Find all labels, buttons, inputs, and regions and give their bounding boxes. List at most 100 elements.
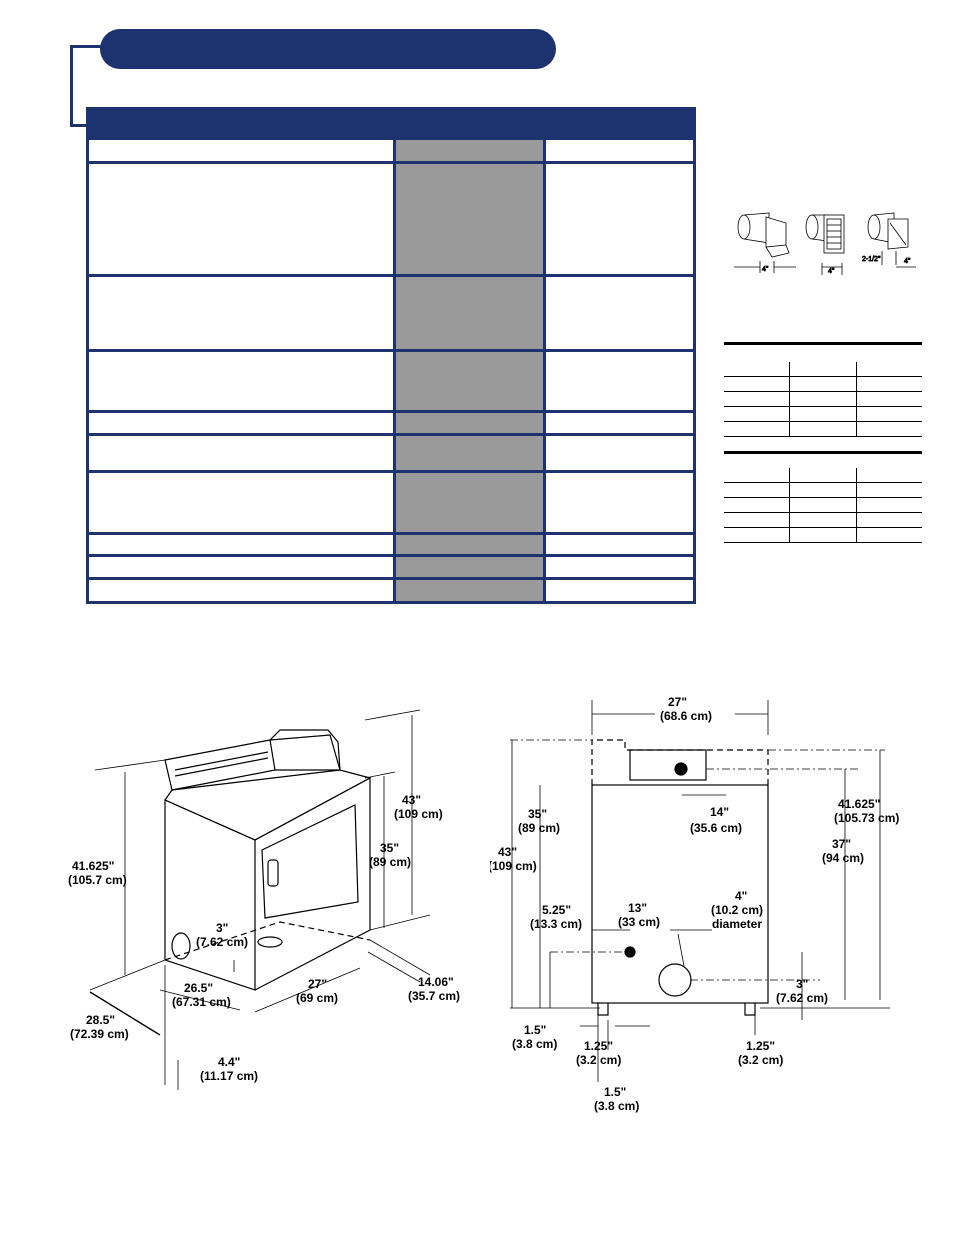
dim-label: (105.73 cm) — [834, 811, 899, 825]
door-handle — [267, 859, 279, 887]
dim-label: 41.625" — [72, 859, 114, 873]
header-bracket-bottom — [70, 124, 88, 127]
table-row — [724, 527, 922, 543]
dim-label: (67.31 cm) — [172, 995, 231, 1009]
dim-label: (68.6 cm) — [660, 709, 712, 723]
dim-label: 41.625" — [838, 797, 880, 811]
left-dim-labels: 43" (109 cm) 35" (89 cm) 41.625" (105.7 … — [68, 793, 460, 1083]
table-row — [86, 137, 697, 164]
door — [261, 804, 359, 919]
dim-label: (109 cm) — [394, 807, 443, 821]
box-hood-icon: 4" — [805, 214, 845, 275]
dim-label: 35" — [528, 807, 547, 821]
angled-hood-icon: 2-1/2" 4" — [862, 212, 916, 268]
dim-label: 3" — [796, 977, 808, 991]
dim-label: (3.8 cm) — [594, 1099, 639, 1113]
table-row — [724, 362, 922, 377]
hood-2-label: 4" — [828, 268, 835, 275]
cabinet-top — [164, 769, 372, 841]
dryer-rear-diagram: 27" (68.6 cm) 35" (89 cm) 43" (109 cm) 1… — [490, 695, 899, 1113]
table-row — [724, 421, 922, 437]
dim-label: 5.25" — [542, 903, 571, 917]
dim-label: (11.17 cm) — [200, 1069, 258, 1083]
table-row — [724, 376, 922, 392]
dim-label: (7.62 cm) — [196, 935, 248, 949]
dim-label: 4" — [735, 889, 747, 903]
hood-1-label: 4" — [762, 266, 769, 273]
cabinet-side — [164, 799, 256, 991]
dim-label: (94 cm) — [822, 851, 864, 865]
table-row — [86, 532, 697, 557]
exhaust-vent-circle — [658, 963, 692, 997]
dim-label: (35.6 cm) — [690, 821, 742, 835]
dim-label: (105.7 cm) — [68, 873, 127, 887]
dim-label: (7.62 cm) — [776, 991, 828, 1005]
header-bracket-top — [70, 45, 104, 48]
dim-label: (89 cm) — [518, 821, 560, 835]
table-row — [86, 349, 697, 413]
dim-label: (72.39 cm) — [70, 1027, 129, 1041]
dim-label: 27" — [668, 695, 687, 709]
dim-label: 28.5" — [86, 1013, 115, 1027]
dim-label: (35.7 cm) — [408, 989, 460, 1003]
rear-vent — [171, 932, 191, 960]
title-banner — [100, 29, 556, 69]
dim-label: 4.4" — [218, 1055, 240, 1069]
dim-label: (3.8 cm) — [512, 1037, 557, 1051]
dim-label: 3" — [216, 921, 228, 935]
dim-label: (3.2 cm) — [576, 1053, 621, 1067]
table-row — [724, 512, 922, 528]
table-row — [86, 433, 697, 473]
hood-3-label-b: 4" — [904, 258, 911, 265]
dim-label: 1.5" — [524, 1023, 546, 1037]
hood-3-label-a: 2-1/2" — [862, 256, 881, 263]
table-row — [86, 470, 697, 535]
vent-hood-illustrations: 4" 4" 2-1/2" 4" — [734, 212, 916, 275]
power-cord-hole — [674, 762, 688, 776]
dim-label: 1.25" — [746, 1039, 775, 1053]
console-outline — [591, 739, 769, 785]
spec-table — [86, 137, 697, 604]
table-row — [724, 497, 922, 513]
cabinet-rear — [591, 784, 769, 1004]
dim-label: 43" — [498, 845, 517, 859]
console-box — [629, 749, 707, 781]
louvered-hood-icon: 4" — [734, 212, 796, 273]
dim-label: 1.25" — [584, 1039, 613, 1053]
dim-label: (109 cm) — [490, 859, 537, 873]
dryer-perspective-diagram: 43" (109 cm) 35" (89 cm) 41.625" (105.7 … — [68, 709, 460, 1090]
dim-label: (33 cm) — [618, 915, 660, 929]
table-row — [724, 406, 922, 422]
floor-vent — [257, 936, 283, 948]
dim-label: 35" — [380, 841, 399, 855]
dim-label: 14.06" — [418, 975, 454, 989]
table-row — [86, 410, 697, 436]
spec-table-header — [86, 107, 696, 139]
dim-label: (13.3 cm) — [530, 917, 582, 931]
side-table-2 — [724, 468, 922, 543]
dim-label: 26.5" — [184, 981, 213, 995]
dim-label: 14" — [710, 805, 729, 819]
table-row — [86, 577, 697, 604]
table-row — [724, 391, 922, 407]
dim-label: (3.2 cm) — [738, 1053, 783, 1067]
table-row — [86, 161, 697, 277]
right-dim-labels: 27" (68.6 cm) 35" (89 cm) 43" (109 cm) 1… — [490, 695, 899, 1113]
cabinet-front — [254, 776, 371, 991]
dim-label: 13" — [628, 901, 647, 915]
table-row — [86, 274, 697, 352]
console — [164, 739, 276, 791]
dim-label: (89 cm) — [369, 855, 411, 869]
side-table-1 — [724, 362, 922, 437]
dim-label: 43" — [402, 793, 421, 807]
side-table-2-rule — [724, 451, 922, 454]
dim-label: 27" — [308, 977, 327, 991]
table-row — [86, 554, 697, 580]
dim-label: 1.5" — [604, 1085, 626, 1099]
dim-label: (69 cm) — [296, 991, 338, 1005]
side-table-1-rule — [724, 342, 922, 345]
dim-label: (10.2 cm) — [711, 903, 763, 917]
dim-label: diameter — [712, 917, 762, 931]
dim-label: 37" — [832, 837, 851, 851]
header-bracket — [70, 45, 73, 127]
